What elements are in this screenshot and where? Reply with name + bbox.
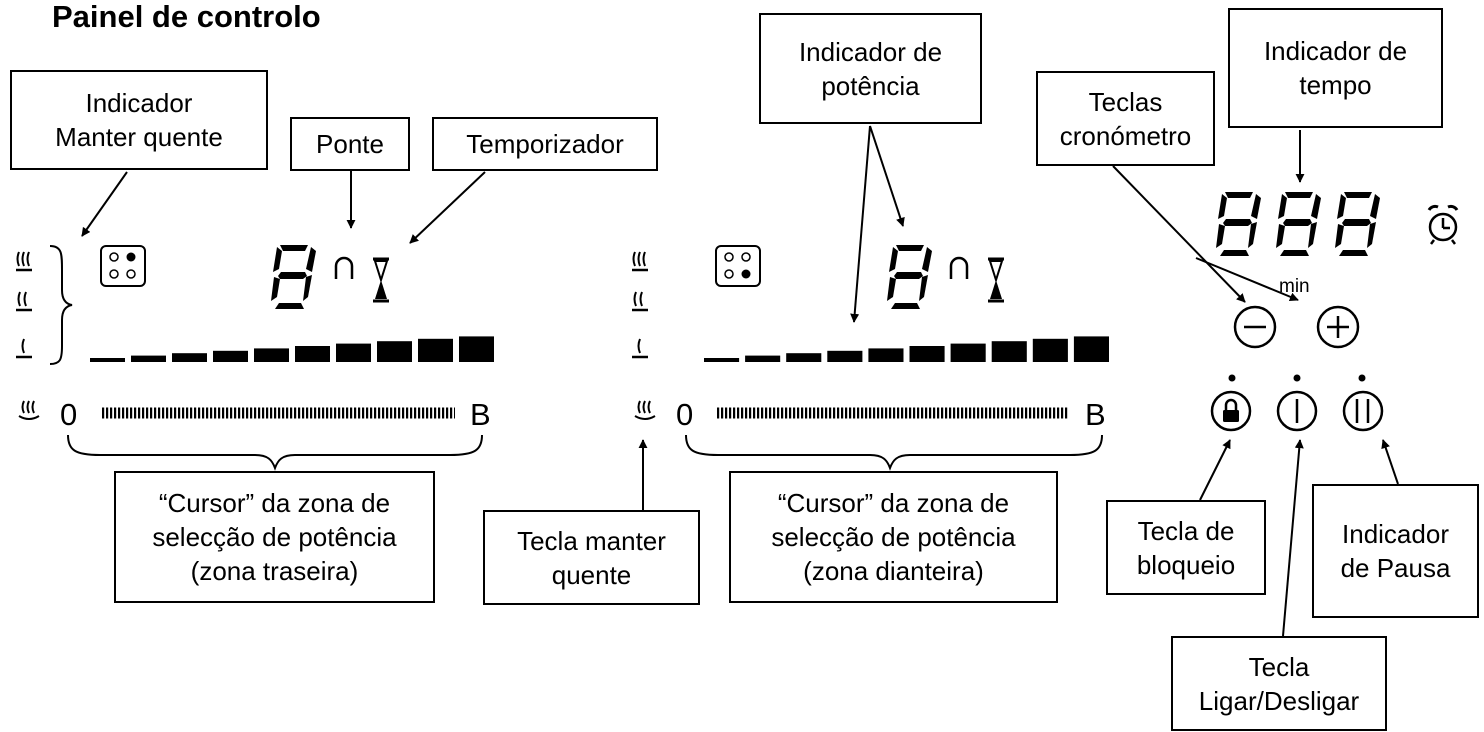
power-level-bar: [745, 355, 781, 362]
power-level-bar: [991, 341, 1027, 362]
plus-button[interactable]: [1316, 305, 1360, 349]
power-level-bar: [336, 343, 371, 362]
label-on-off-key: Tecla Ligar/Desligar: [1171, 636, 1387, 731]
label-keep-warm-key: Tecla manter quente: [483, 510, 700, 605]
power-level-bar: [1073, 336, 1109, 362]
power-level-bar: [786, 353, 822, 362]
timer-digit: [1216, 192, 1261, 256]
power-level-digit: [887, 245, 932, 309]
slider-min-label: 0: [676, 397, 693, 432]
cursor-rear-brace: [67, 434, 483, 471]
label-keep-warm-indicator: Indicador Manter quente: [10, 70, 268, 170]
lock-button[interactable]: [1210, 390, 1252, 432]
power-level-bar: [254, 348, 289, 362]
power-level-bar: [868, 348, 904, 362]
on-off-button[interactable]: [1276, 390, 1318, 432]
label-time-indicator: Indicador de tempo: [1228, 8, 1443, 128]
timer-section: min: [1210, 192, 1459, 432]
power-level-bar: [827, 350, 863, 362]
cooking-zone-icon: [715, 245, 761, 287]
label-cursor-rear: “Cursor” da zona de selecção de potência…: [114, 471, 435, 603]
power-level-bar: [131, 355, 166, 362]
pause-indicator-dot: [1358, 374, 1366, 382]
power-level-bar: [459, 336, 494, 362]
slider-min-label: 0: [60, 397, 77, 432]
heat-levels-brace: [49, 245, 73, 365]
label-power-indicator: Indicador de potência: [759, 13, 982, 124]
heat-level-2-icon: [14, 290, 34, 312]
power-level-bar: [377, 341, 412, 362]
power-level-bar: [1032, 338, 1068, 362]
timer-unit-label: min: [1279, 276, 1310, 297]
power-level-bar: [950, 343, 986, 362]
cooking-zone-icon: [100, 245, 146, 287]
lock-indicator-dot: [1228, 374, 1236, 382]
heat-level-1-icon: [630, 337, 650, 359]
timer-display: [1216, 192, 1380, 256]
power-level-bar: [90, 358, 125, 362]
bridge-icon: [949, 256, 969, 281]
hourglass-icon: [371, 257, 391, 303]
cursor-front-brace: [685, 434, 1103, 471]
heat-level-3-icon: [630, 250, 650, 272]
zone-front: 0 B: [630, 245, 1109, 471]
pause-button[interactable]: [1342, 390, 1384, 432]
pause-icon: [1355, 399, 1370, 423]
power-level-bars: [90, 336, 494, 362]
hourglass-icon: [986, 257, 1006, 303]
heat-level-2-icon: [630, 290, 650, 312]
power-level-bars: [704, 336, 1109, 362]
keep-warm-key-icon: [18, 400, 40, 420]
alarm-clock-icon: [1427, 204, 1459, 245]
label-timer: Temporizador: [432, 117, 658, 171]
heat-level-1-icon: [14, 337, 34, 359]
zone-rear: 0 B: [14, 245, 494, 471]
power-level-bar: [213, 350, 248, 362]
label-timer-keys: Teclas cronómetro: [1036, 71, 1215, 166]
label-lock-key: Tecla de bloqueio: [1106, 500, 1266, 595]
label-cursor-front: “Cursor” da zona de selecção de potência…: [729, 471, 1058, 603]
page-title: Painel de controlo: [52, 0, 321, 34]
keep-warm-key-icon: [634, 400, 656, 420]
label-pause-indicator: Indicador de Pausa: [1312, 484, 1479, 618]
power-level-bar: [418, 338, 453, 362]
callout-arrows: [81, 125, 1399, 637]
power-level-bar: [909, 346, 945, 362]
slider-max-label: B: [470, 397, 491, 432]
heat-level-3-icon: [14, 250, 34, 272]
timer-digit: [1335, 192, 1380, 256]
power-indicator-dot: [1293, 374, 1301, 382]
power-level-bar: [295, 346, 330, 362]
power-level-bar: [172, 353, 207, 362]
lock-icon: [1223, 398, 1239, 422]
power-level-bar: [704, 358, 740, 362]
label-bridge: Ponte: [290, 117, 410, 171]
slider-max-label: B: [1085, 397, 1106, 432]
minus-button[interactable]: [1233, 305, 1277, 349]
bridge-icon: [334, 256, 354, 281]
timer-digit: [1276, 192, 1321, 256]
power-level-digit: [271, 245, 316, 309]
